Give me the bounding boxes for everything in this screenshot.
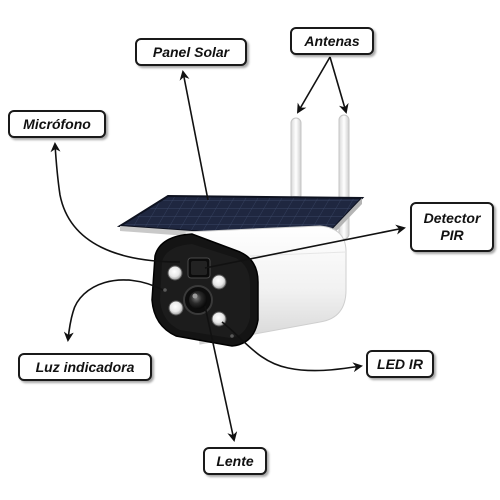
label-detector-pir-line2: PIR	[440, 227, 464, 243]
indicator-light	[163, 288, 167, 292]
label-detector-pir: Detector PIR	[410, 202, 494, 252]
label-antenas: Antenas	[290, 27, 374, 55]
label-led-ir-text: LED IR	[377, 355, 423, 372]
label-panel-solar-text: Panel Solar	[152, 43, 230, 60]
antenna-left	[290, 117, 302, 206]
label-microfono: Micrófono	[8, 110, 106, 138]
microphone-hole	[230, 334, 234, 338]
label-luz-indicadora-text: Luz indicadora	[35, 358, 135, 375]
ir-led-top-left	[167, 265, 183, 281]
label-lente: Lente	[203, 447, 267, 475]
arrow-lente	[204, 305, 238, 442]
arrow-antena-left	[296, 56, 331, 114]
arrow-led-ir	[221, 321, 363, 373]
label-detector-pir-line1: Detector	[423, 210, 481, 226]
arrow-luz-indicadora	[63, 279, 164, 342]
ir-led-top-right	[211, 274, 227, 290]
label-microfono-text: Micrófono	[23, 115, 91, 132]
arrow-antena-right	[329, 56, 349, 114]
arrow-microfono	[50, 142, 181, 263]
ir-led-bottom-left	[168, 300, 184, 316]
arrow-detector-pir	[204, 224, 406, 269]
label-luz-indicadora: Luz indicadora	[18, 353, 152, 381]
camera-lens	[183, 285, 213, 315]
label-led-ir: LED IR	[366, 350, 434, 378]
label-antenas-text: Antenas	[304, 32, 360, 49]
label-panel-solar: Panel Solar	[135, 38, 247, 66]
arrow-panel-solar	[179, 70, 209, 201]
label-lente-text: Lente	[216, 452, 254, 469]
pir-sensor	[187, 257, 211, 279]
